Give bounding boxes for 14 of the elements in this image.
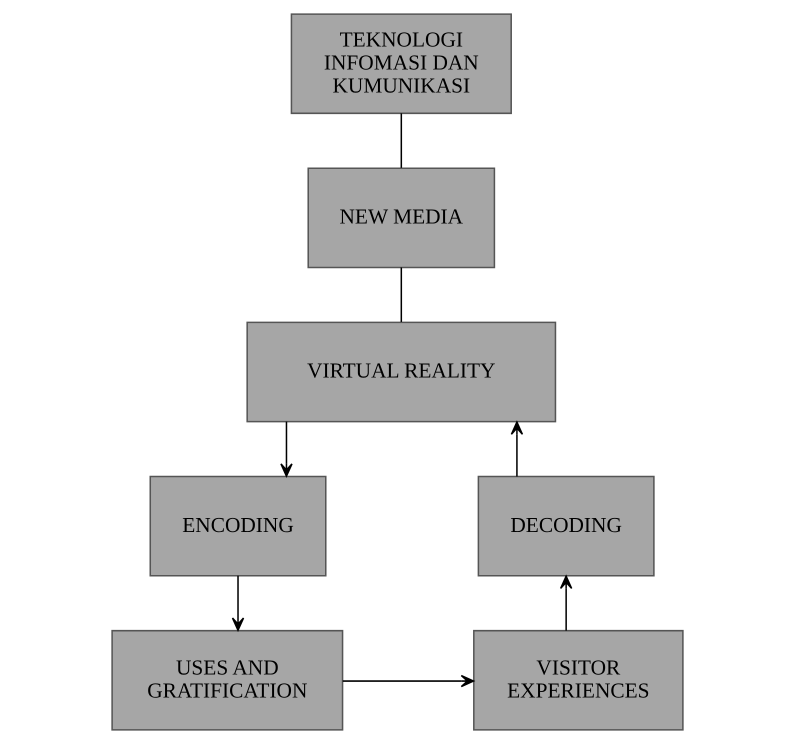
arrow [559,575,572,631]
node-box: USES AND GRATIFICATION [110,630,343,731]
connector [400,267,402,322]
arrow [280,422,292,477]
connector [400,113,402,168]
arrow [342,674,474,688]
node-box: ENCODING [149,476,326,576]
node-box: TEKNOLOGI INFOMASI DAN KUMUNIKASI [290,13,512,114]
node-box: NEW MEDIA [306,168,495,268]
arrow [231,576,244,631]
node-box: DECODING [477,476,654,576]
node-box: VIRTUAL REALITY [246,322,556,422]
node-box: VISITOR EXPERIENCES [472,630,684,731]
arrow [510,421,523,477]
